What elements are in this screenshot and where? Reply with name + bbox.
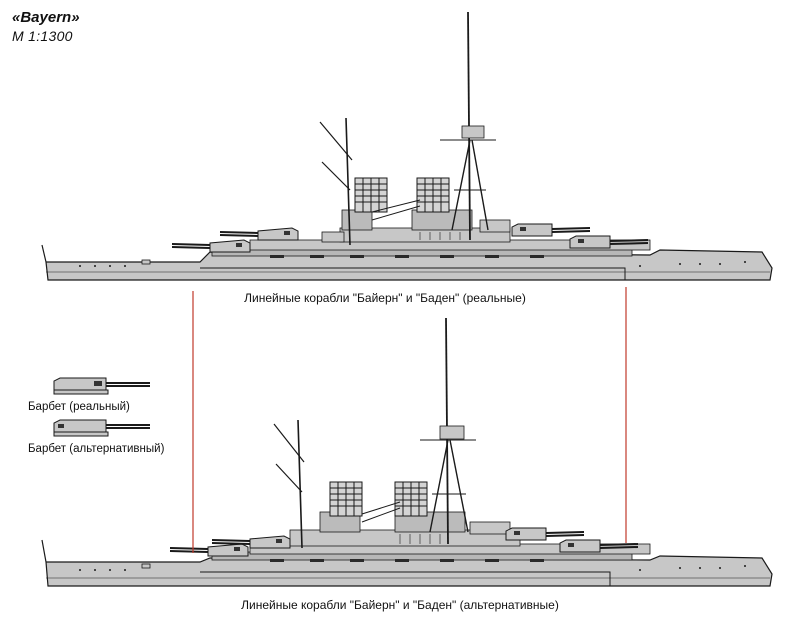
caption-real: Линейные корабли "Байерн" и "Баден" (реа…: [244, 291, 526, 305]
legend-label-real: Барбет (реальный): [28, 401, 130, 413]
drawing-title: «Bayern»: [12, 9, 80, 26]
barbette-real-icon: [53, 377, 150, 395]
caption-alternative: Линейные корабли "Байерн" и "Баден" (аль…: [241, 598, 559, 612]
legend-label-alternative: Барбет (альтернативный): [28, 443, 165, 455]
barbette-alternative-icon: [53, 419, 150, 437]
ship-alternative: [41, 317, 773, 587]
drawing-scale: M 1:1300: [12, 28, 73, 44]
title-block: «Bayern» M 1:1300: [12, 8, 80, 46]
ship-real: [41, 11, 773, 281]
